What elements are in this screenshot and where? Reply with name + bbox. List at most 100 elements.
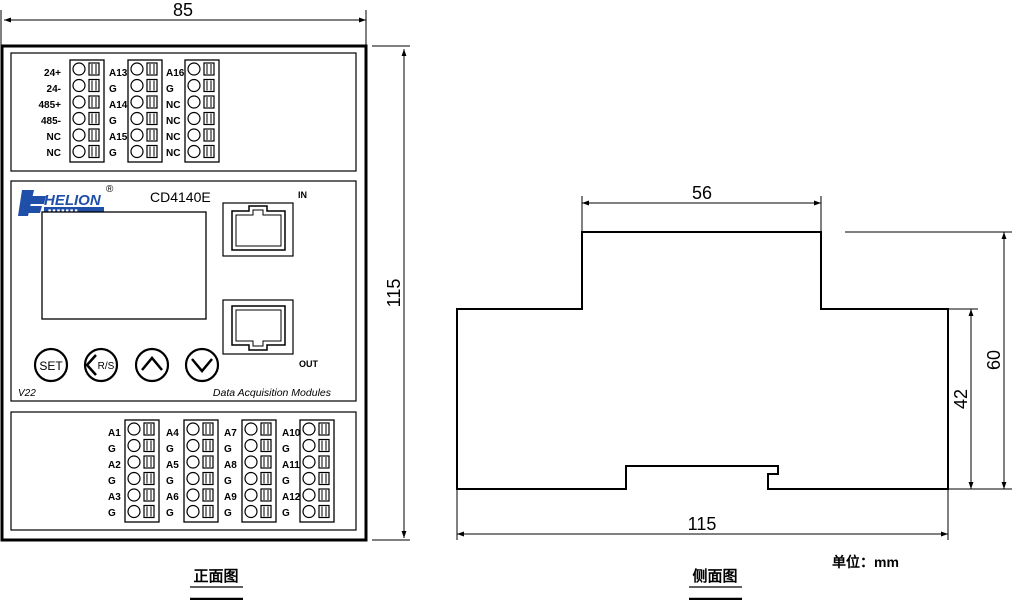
terminal-block <box>241 419 277 523</box>
terminal-screw[interactable] <box>302 422 330 436</box>
terminal-label: A10 <box>282 428 301 439</box>
terminal-screw[interactable] <box>244 422 272 436</box>
terminal-screw[interactable] <box>127 422 155 436</box>
terminal-screw[interactable] <box>130 128 158 142</box>
terminal-label: NC <box>166 148 180 159</box>
side-top-dimension: 56 <box>692 183 712 203</box>
terminal-label: A8 <box>224 460 237 471</box>
front-view-caption: 正面图 <box>193 567 238 585</box>
terminal-label: NC <box>166 116 180 127</box>
terminal-label: G <box>224 444 232 455</box>
terminal-screw[interactable] <box>130 95 158 109</box>
terminal-label: 485- <box>41 116 61 127</box>
terminal-screw[interactable] <box>302 504 330 519</box>
terminal-screw[interactable] <box>187 144 215 159</box>
rs-button[interactable]: R/S <box>83 347 119 383</box>
terminal-screw[interactable] <box>127 455 155 469</box>
terminal-screw[interactable] <box>187 128 215 142</box>
side-profile-outline <box>456 231 949 490</box>
terminal-screw[interactable] <box>244 471 272 486</box>
terminal-screw[interactable] <box>130 62 158 76</box>
terminal-screw[interactable] <box>244 455 272 469</box>
terminal-label: A6 <box>166 492 179 503</box>
registered-mark: ® <box>106 184 114 195</box>
terminal-screw[interactable] <box>187 111 215 126</box>
bottom-terminal-blocks <box>124 419 335 523</box>
terminal-screw[interactable] <box>186 438 214 453</box>
terminal-screw[interactable] <box>127 488 155 502</box>
terminal-block <box>69 59 105 163</box>
terminal-label: G <box>166 476 174 487</box>
front-height-dimension: 115 <box>384 279 404 308</box>
terminal-screw[interactable] <box>186 471 214 486</box>
terminal-screw[interactable] <box>302 455 330 469</box>
down-button[interactable] <box>184 347 220 383</box>
terminal-screw[interactable] <box>127 471 155 486</box>
terminal-screw[interactable] <box>244 504 272 519</box>
side-height-42: 42 <box>951 389 971 409</box>
terminal-screw[interactable] <box>130 144 158 159</box>
up-button[interactable] <box>134 347 170 383</box>
side-view-caption: 侧面图 <box>692 567 737 585</box>
terminal-screw[interactable] <box>72 128 100 142</box>
terminal-block <box>299 419 335 523</box>
terminal-label: G <box>166 508 174 519</box>
terminal-screw[interactable] <box>186 455 214 469</box>
terminal-screw[interactable] <box>72 111 100 126</box>
terminal-label: G <box>108 444 116 455</box>
bottom-terminal-labels: A1 G A2 G A3 G A4 G A5 G A6 G A7 G A8 G … <box>108 428 301 519</box>
terminal-label: A5 <box>166 460 179 471</box>
chevron-left-icon <box>85 354 97 376</box>
side-view: 56 115 60 42 单位：mm 侧面图 <box>456 183 1012 600</box>
terminal-screw[interactable] <box>72 78 100 93</box>
terminal-label: A11 <box>282 460 300 471</box>
terminal-label: 24+ <box>44 68 61 79</box>
rj45-port-out[interactable] <box>222 299 294 355</box>
terminal-label: G <box>282 508 290 519</box>
terminal-screw[interactable] <box>244 488 272 502</box>
terminal-label: G <box>109 148 117 159</box>
front-width-dimension: 85 <box>173 0 193 20</box>
terminal-screw[interactable] <box>186 504 214 519</box>
terminal-label: A3 <box>108 492 121 503</box>
terminal-label: A9 <box>224 492 237 503</box>
terminal-screw[interactable] <box>187 78 215 93</box>
chevron-down-icon <box>191 358 213 373</box>
terminal-label: A13 <box>109 68 128 79</box>
terminal-label: G <box>282 476 290 487</box>
terminal-screw[interactable] <box>127 504 155 519</box>
terminal-screw[interactable] <box>186 422 214 436</box>
terminal-screw[interactable] <box>187 95 215 109</box>
top-terminal-panel <box>10 52 357 172</box>
port-out-label: OUT <box>299 359 319 369</box>
terminal-screw[interactable] <box>302 471 330 486</box>
terminal-screw[interactable] <box>302 488 330 502</box>
terminal-screw[interactable] <box>72 62 100 76</box>
terminal-screw[interactable] <box>127 438 155 453</box>
terminal-screw[interactable] <box>187 62 215 76</box>
terminal-label: A16 <box>166 68 185 79</box>
terminal-label: G <box>282 444 290 455</box>
terminal-label: G <box>108 476 116 487</box>
set-button-label: SET <box>39 359 63 373</box>
terminal-block <box>184 59 220 163</box>
set-button[interactable]: SET <box>33 347 69 383</box>
terminal-screw[interactable] <box>302 438 330 453</box>
terminal-label: A4 <box>166 428 179 439</box>
terminal-screw[interactable] <box>130 78 158 93</box>
terminal-label: A14 <box>109 100 128 111</box>
terminal-screw[interactable] <box>244 438 272 453</box>
helion-logo: HELION ■ ■ ■ ■ ■ ■ ■ ® <box>18 184 114 216</box>
chevron-up-icon <box>141 356 163 371</box>
terminal-screw[interactable] <box>72 144 100 159</box>
version-label: V22 <box>18 388 36 399</box>
terminal-screw[interactable] <box>186 488 214 502</box>
model-name: CD4140E <box>150 189 211 205</box>
terminal-label: 485+ <box>38 100 61 111</box>
terminal-screw[interactable] <box>72 95 100 109</box>
side-width-dimension: 115 <box>688 514 717 534</box>
terminal-screw[interactable] <box>130 111 158 126</box>
rj45-port-in[interactable] <box>222 202 294 257</box>
terminal-label: 24- <box>47 84 61 95</box>
